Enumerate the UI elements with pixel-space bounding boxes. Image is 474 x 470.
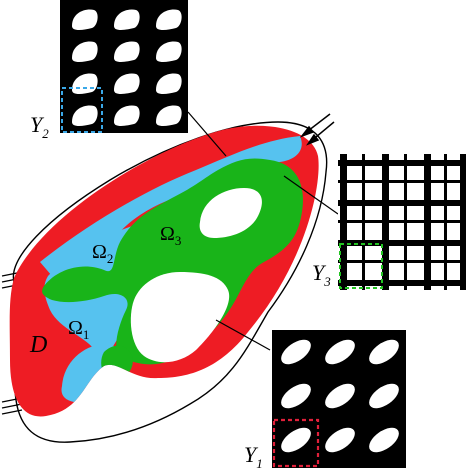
label-y2: Y2: [30, 112, 49, 141]
y3-thin-bar: [338, 220, 466, 223]
label-omega1: Ω1: [68, 317, 89, 342]
region-omega3-patch: [101, 345, 133, 380]
y2-hole: [156, 9, 182, 30]
y1-hole: [369, 383, 399, 409]
label-omega3: Ω3: [160, 223, 181, 248]
y3-horizontal-bar: [338, 160, 466, 166]
y2-hole: [114, 41, 140, 62]
y3-grid-pattern: [338, 154, 466, 290]
y3-horizontal-bar: [338, 200, 466, 206]
microstructure-y2: [60, 0, 188, 133]
y2-hole: [114, 9, 140, 30]
y1-hole: [281, 383, 311, 409]
leader-lines: [187, 111, 339, 351]
y2-hole: [72, 41, 98, 62]
y1-hole: [325, 339, 355, 365]
hole-upper: [199, 188, 262, 238]
y3-horizontal-bar: [338, 280, 466, 286]
unit-cell-y1-box: [272, 418, 320, 468]
y3-thin-bar: [338, 260, 466, 263]
unit-cell-y3-box: [339, 243, 383, 289]
label-y1: Y1: [244, 442, 263, 470]
label-omega2: Ω2: [92, 241, 113, 266]
y1-hole: [281, 339, 311, 365]
y1-hole-pattern: [281, 339, 399, 453]
y2-hole: [156, 73, 182, 94]
y1-hole: [369, 339, 399, 365]
y1-hole: [325, 427, 355, 453]
y2-hole: [114, 73, 140, 94]
y3-thin-bar: [338, 180, 466, 183]
design-domain-boundary: [12, 121, 328, 443]
y2-hole: [72, 9, 98, 30]
label-y3: Y3: [312, 260, 331, 289]
label-domain-d: D: [29, 332, 47, 358]
y2-hole: [72, 105, 98, 126]
y1-hole: [325, 383, 355, 409]
hole-central: [130, 272, 230, 363]
y2-hole: [156, 41, 182, 62]
microstructure-y3: [338, 154, 466, 290]
y1-hole: [281, 427, 311, 453]
y2-hole: [114, 105, 140, 126]
y3-horizontal-bar: [338, 240, 466, 246]
y1-hole: [369, 427, 399, 453]
load-arrows: [299, 113, 335, 146]
microstructure-y1: [272, 330, 406, 468]
y2-hole: [156, 105, 182, 126]
